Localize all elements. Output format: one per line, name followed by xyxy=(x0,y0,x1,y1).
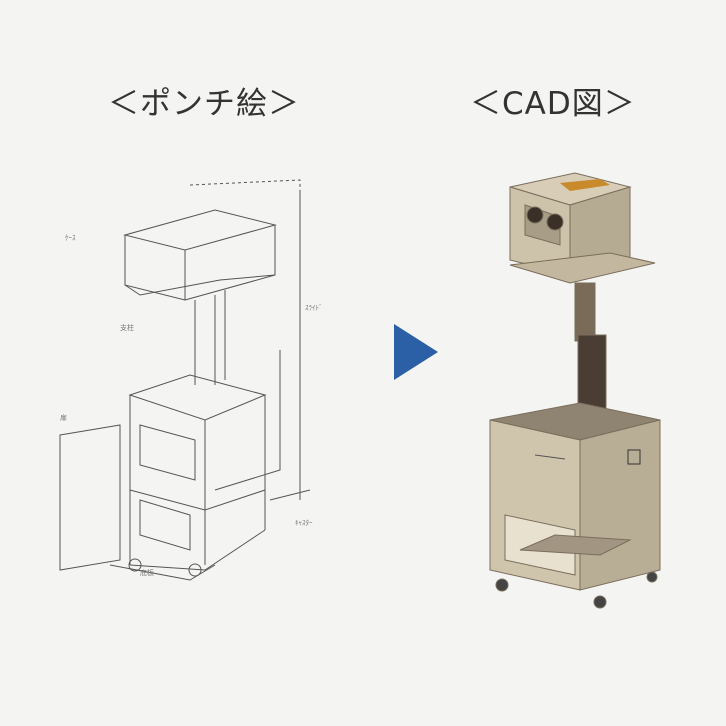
svg-text:支柱: 支柱 xyxy=(120,323,134,332)
play-triangle-icon xyxy=(394,324,438,380)
svg-text:ｽﾗｲﾄﾞ: ｽﾗｲﾄﾞ xyxy=(305,304,323,312)
hand-sketch-drawing: ｹｰｽ 支柱 ｽﾗｲﾄﾞ 扉 ｷｬｽﾀｰ 底板 xyxy=(59,179,323,581)
cad-title: ＜CAD図＞ xyxy=(470,86,636,122)
sketch-pole xyxy=(194,290,226,385)
cad-top-case xyxy=(509,172,656,284)
svg-text:ｹｰｽ: ｹｰｽ xyxy=(65,234,76,242)
cad-cabinet xyxy=(489,402,661,609)
sketch-cabinet xyxy=(59,190,311,581)
sketch-title: ＜ポンチ絵＞ xyxy=(108,86,300,122)
svg-text:ｷｬｽﾀｰ: ｷｬｽﾀｰ xyxy=(295,519,313,527)
sketch-top-box xyxy=(123,179,301,301)
svg-text:底板: 底板 xyxy=(140,568,154,577)
cad-pole xyxy=(574,282,607,411)
svg-text:扉: 扉 xyxy=(60,413,67,422)
cad-drawing xyxy=(489,172,661,609)
